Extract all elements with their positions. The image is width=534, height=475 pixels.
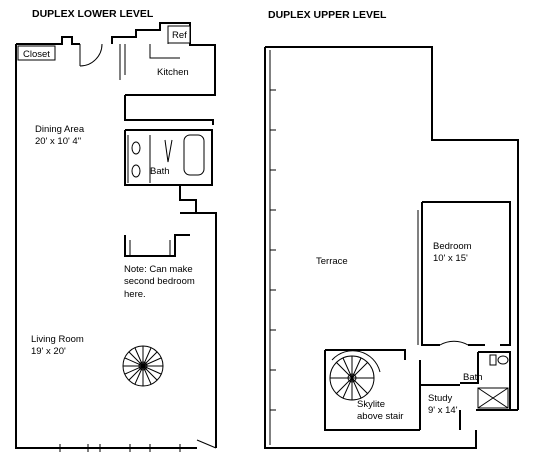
living-name: Living Room	[31, 334, 84, 345]
bedroom-partition	[124, 234, 190, 257]
upper-level-plan: DUPLEX UPPER LEVEL Bedroom 10' x 15' Ter…	[264, 9, 519, 449]
upper-bath-walls	[460, 351, 511, 410]
bedroom-size: 10' x 15'	[433, 253, 468, 264]
bedroom-name: Bedroom	[433, 241, 472, 252]
bedroom-walls	[421, 201, 511, 346]
lower-outer-walls	[15, 22, 217, 449]
lower-level-title: DUPLEX LOWER LEVEL	[32, 8, 154, 20]
note-line-3: here.	[124, 289, 146, 300]
closet-label: Closet	[23, 49, 50, 60]
bath-label-lower: Bath	[150, 166, 170, 177]
ref-label: Ref	[172, 30, 187, 41]
upper-windows	[269, 50, 276, 445]
kitchen-label: Kitchen	[157, 67, 189, 78]
bath-label-upper: Bath	[463, 372, 483, 383]
spiral-stair-upper	[329, 350, 381, 401]
sink	[131, 164, 141, 178]
living-size: 19' x 20'	[31, 346, 66, 357]
bathtub	[183, 134, 205, 176]
entry-door	[79, 43, 103, 67]
spiral-stair-lower	[122, 345, 164, 387]
skylite-line-2: above stair	[357, 411, 403, 422]
skylight-x	[477, 387, 509, 409]
note-line-1: Note: Can make	[124, 264, 193, 275]
lower-level-plan: DUPLEX LOWER LEVEL Ref Kitchen Closet Di…	[15, 8, 217, 452]
study-size: 9' x 14'	[428, 405, 458, 416]
dining-name: Dining Area	[35, 124, 85, 135]
skylite-line-1: Skylite	[357, 399, 385, 410]
lower-windows	[59, 439, 217, 452]
upper-toilet	[497, 355, 509, 365]
toilet	[131, 141, 141, 155]
study-name: Study	[428, 393, 453, 404]
terrace-label: Terrace	[316, 256, 348, 267]
study-walls	[324, 349, 461, 431]
dining-size: 20' x 10' 4"	[35, 136, 81, 147]
note-line-2: second bedroom	[124, 276, 195, 287]
bath-walls	[124, 129, 213, 213]
upper-level-title: DUPLEX UPPER LEVEL	[268, 9, 387, 21]
ref-box	[167, 25, 191, 44]
upper-sink	[489, 354, 497, 366]
